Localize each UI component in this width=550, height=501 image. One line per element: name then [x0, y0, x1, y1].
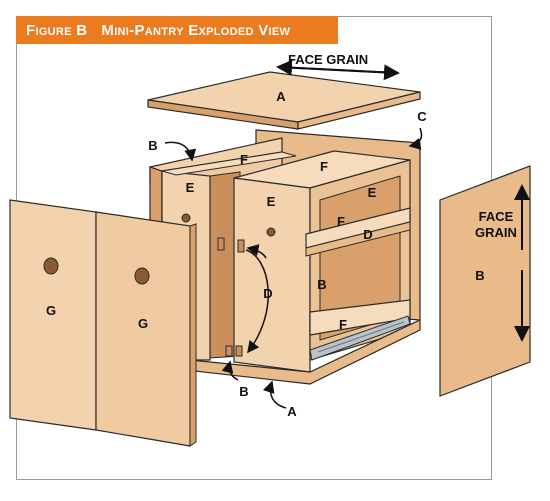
face-grain-top-arrow — [276, 59, 400, 81]
face-grain-top-label: FACE GRAIN — [288, 52, 368, 67]
label-b-right: B — [475, 268, 484, 283]
right-side-panel-b — [439, 165, 531, 397]
label-e-left: E — [186, 180, 195, 195]
figure-title-bar: Figure B Mini-Pantry Exploded View — [16, 16, 338, 44]
label-f-right: F — [320, 159, 328, 174]
figure-number: Figure B — [26, 21, 88, 39]
label-f-left: F — [240, 152, 248, 167]
face-grain-side-label-line1: FACE — [479, 209, 514, 224]
label-g-right: G — [138, 316, 148, 331]
label-b-center: B — [317, 277, 326, 292]
label-b-left: B — [148, 138, 157, 153]
label-d-shelf: D — [363, 227, 372, 242]
top-panel-a — [147, 71, 421, 130]
label-a-top: A — [276, 89, 286, 104]
label-f-bottom: F — [339, 317, 347, 332]
face-grain-side-label-line2: GRAIN — [475, 225, 517, 240]
label-e-center: E — [267, 194, 276, 209]
figure-title: Mini-Pantry Exploded View — [101, 21, 291, 39]
label-e-right: E — [368, 185, 377, 200]
door-panels-g — [9, 199, 197, 447]
label-f-shelf: F — [337, 214, 345, 229]
leader-lines — [164, 127, 423, 409]
label-d-cleats: D — [263, 286, 272, 301]
label-c-back: C — [417, 109, 427, 124]
label-b-bottom: B — [239, 384, 248, 399]
label-g-left: G — [46, 303, 56, 318]
label-a-bottom: A — [287, 404, 297, 419]
